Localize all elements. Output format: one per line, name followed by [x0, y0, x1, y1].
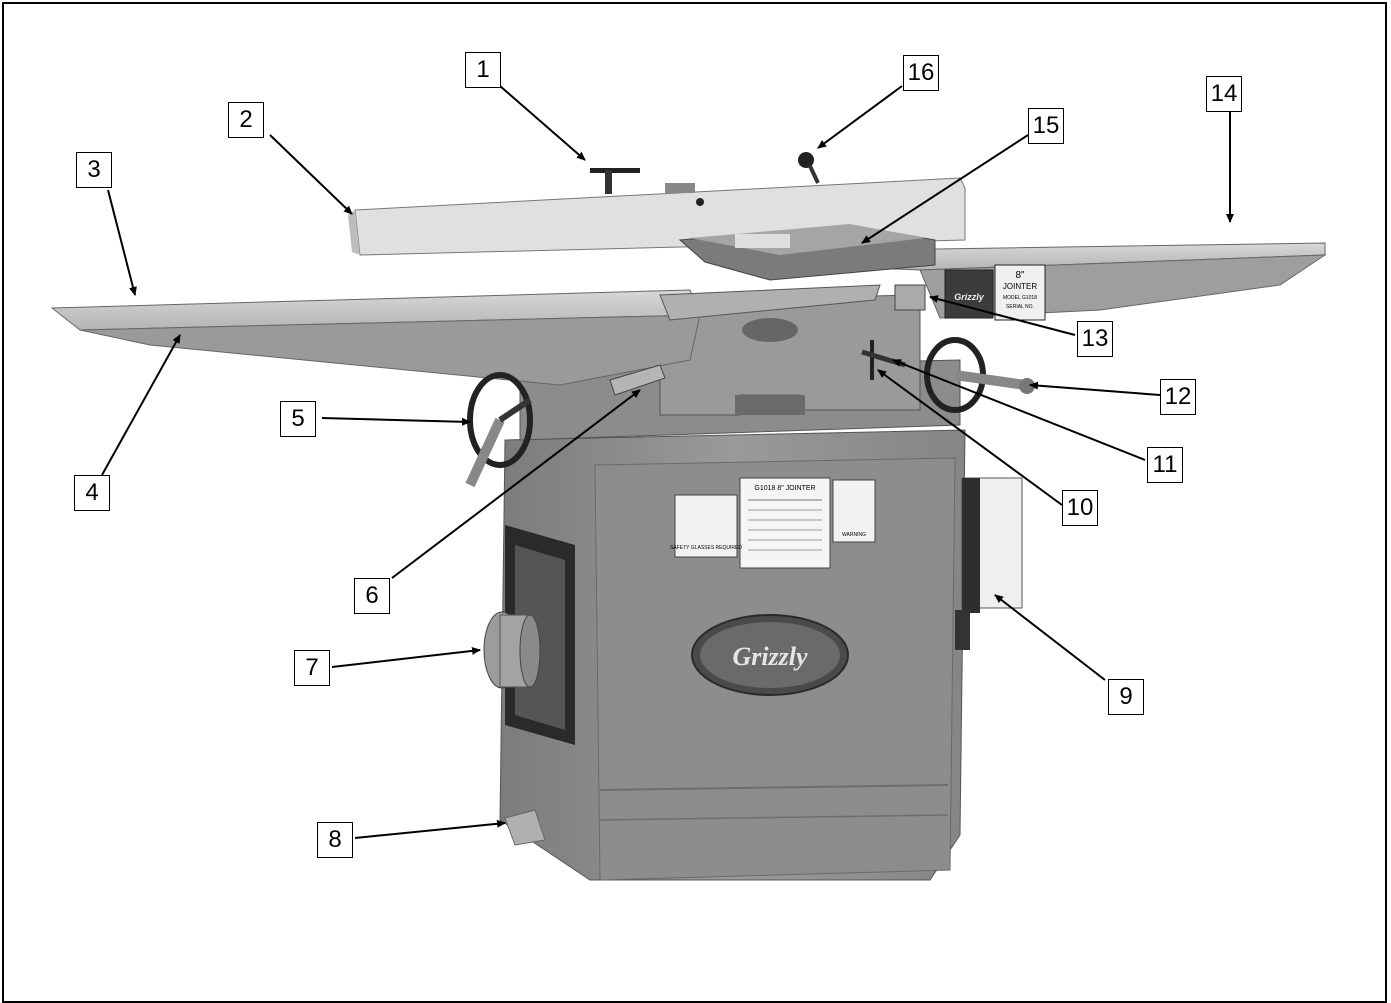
callout-5: 5: [280, 401, 316, 437]
blade-guard: [678, 224, 936, 281]
callout-13: 13: [1077, 321, 1113, 357]
panel-title: G1018 8" JOINTER: [754, 485, 815, 492]
brand-small-text: Grizzly: [954, 292, 985, 302]
brand-plate-text: Grizzly: [732, 642, 808, 671]
tag-serial: SERIAL NO.: [1006, 304, 1034, 310]
switch-box: [955, 477, 1023, 650]
model-tag: Grizzly 8" JOINTER MODEL G1018 SERIAL NO…: [944, 264, 1046, 321]
callout-15: 15: [1028, 108, 1064, 144]
callout-8: 8: [317, 822, 353, 858]
warning-labels: G1018 8" JOINTER SAFETY GLASSES REQUIRED…: [670, 477, 876, 569]
callout-16: 16: [903, 55, 939, 91]
callout-9: 9: [1108, 679, 1144, 715]
fence-adjust: [894, 284, 926, 311]
tag-size: 8": [1015, 270, 1025, 281]
infeed-lock: [609, 364, 666, 396]
foot-bracket: [504, 809, 546, 846]
callout-3: 3: [76, 152, 112, 188]
callout-4: 4: [74, 475, 110, 511]
callout-7: 7: [294, 650, 330, 686]
callout-10: 10: [1062, 490, 1098, 526]
infeed-table: [50, 289, 701, 386]
callout-11: 11: [1147, 447, 1183, 483]
leader-lines: [101, 85, 1234, 839]
safety-glasses-label: SAFETY GLASSES REQUIRED: [670, 545, 742, 551]
callout-6: 6: [354, 578, 390, 614]
brand-plate: Grizzly: [691, 614, 849, 696]
dust-chute: [483, 525, 575, 745]
callout-1: 1: [465, 52, 501, 88]
warning-label: WARNING: [842, 532, 866, 538]
callout-2: 2: [228, 102, 264, 138]
tag-model: MODEL G1018: [1003, 295, 1037, 301]
callout-14: 14: [1206, 76, 1242, 112]
outfeed-table: [869, 242, 1327, 319]
callout-12: 12: [1160, 379, 1196, 415]
tag-type: JOINTER: [1003, 282, 1037, 291]
rabbet-ledge: [659, 284, 881, 342]
